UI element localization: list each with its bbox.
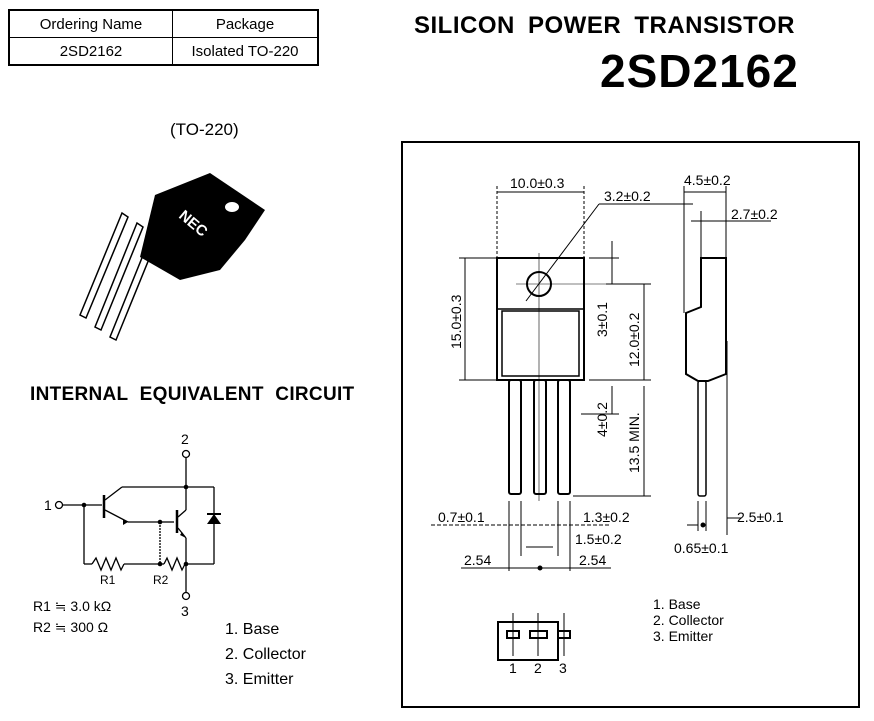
lead-1-drawing [508,379,522,495]
lead-3-drawing [557,379,571,495]
dim-lead-length: 13.5 MIN. [626,412,642,473]
dimension-drawing-frame [401,141,860,708]
dim-body-height: 12.0±0.2 [626,312,642,367]
terminal-3 [181,591,191,601]
pin-1-label: 1 [44,497,52,513]
table-row: 2SD2162 Isolated TO-220 [8,37,319,66]
cell-ordering-name: 2SD2162 [8,37,173,66]
package-illustration: NEC [79,173,265,342]
dim-lead-thickness: 0.65±0.1 [674,540,729,556]
dim-lead-width-2: 1.3±0.2 [583,509,630,525]
circuit-title: INTERNAL EQUIVALENT CIRCUIT [30,384,355,405]
terminal-1 [54,500,64,510]
header-package: Package [172,9,319,38]
pin-emitter: 3. Emitter [225,671,294,688]
dim-hole-position: 3±0.1 [594,302,610,337]
lead-2 [94,221,144,332]
dim-tab-thickness: 2.7±0.2 [731,206,778,222]
cell-package: Isolated TO-220 [172,37,319,66]
dim-width: 10.0±0.3 [510,175,565,191]
part-number-title: 2SD2162 [600,45,799,97]
lead-1 [79,211,129,320]
pin-3-label: 3 [181,603,189,619]
transistor-body [140,173,265,280]
r2-value: R2 ≒ 300 Ω [33,619,109,635]
r1-label: R1 [100,573,116,587]
mounting-hole [225,202,239,212]
dim-hole-diameter: 3.2±0.2 [604,188,651,204]
pin-2-label: 2 [181,431,189,447]
bottom-pin-emitter: 3. Emitter [653,628,713,644]
side-view-lead [697,380,707,497]
bottom-view-outline [497,621,559,661]
front-view-body [496,257,585,381]
dim-thickness: 4.5±0.2 [684,172,731,188]
lead-2-drawing [533,379,547,495]
diode [207,514,221,524]
bottom-pin-list: 1. Base 2. Collector 3. Emitter [653,596,724,644]
terminal-2 [181,449,191,459]
header-ordering-name: Ordering Name [8,9,173,38]
pin-collector: 2. Collector [225,646,306,663]
dim-height: 15.0±0.3 [448,294,464,349]
r2-label: R2 [153,573,169,587]
bottom-pin-collector: 2. Collector [653,612,724,628]
dim-lead-shoulder-width: 1.5±0.2 [575,531,622,547]
side-view-body [685,257,727,382]
dimension-drawing: 10.0±0.3 3.2±0.2 4.5±0.2 2.7±0.2 15.0±0.… [431,172,784,676]
bottom-pin-2: 2 [534,660,542,676]
bottom-pin-1: 1 [509,660,517,676]
resistor-r1 [91,556,125,572]
resistor-r2 [163,556,186,572]
circuit-schematic: 2 1 3 R1 R2 [44,431,221,619]
pin-base: 1. Base [225,621,280,638]
dim-lead-offset: 2.5±0.1 [737,509,784,525]
ordering-table-header: Ordering Name Package [8,9,319,38]
bottom-pin-3: 3 [559,660,567,676]
r1-value: R1 ≒ 3.0 kΩ [33,598,112,614]
product-category: SILICON POWER TRANSISTOR [414,12,795,39]
dim-lead-shoulder: 4±0.2 [594,402,610,437]
bottom-pin-base: 1. Base [653,596,701,612]
package-label: (TO-220) [170,120,239,139]
pin-list: 1. Base 2. Collector 3. Emitter [225,617,306,692]
ordering-table: Ordering Name Package 2SD2162 Isolated T… [8,9,319,66]
dim-pitch-left: 2.54 [464,552,491,568]
dim-lead-width: 0.7±0.1 [438,509,485,525]
dim-pitch-right: 2.54 [579,552,606,568]
